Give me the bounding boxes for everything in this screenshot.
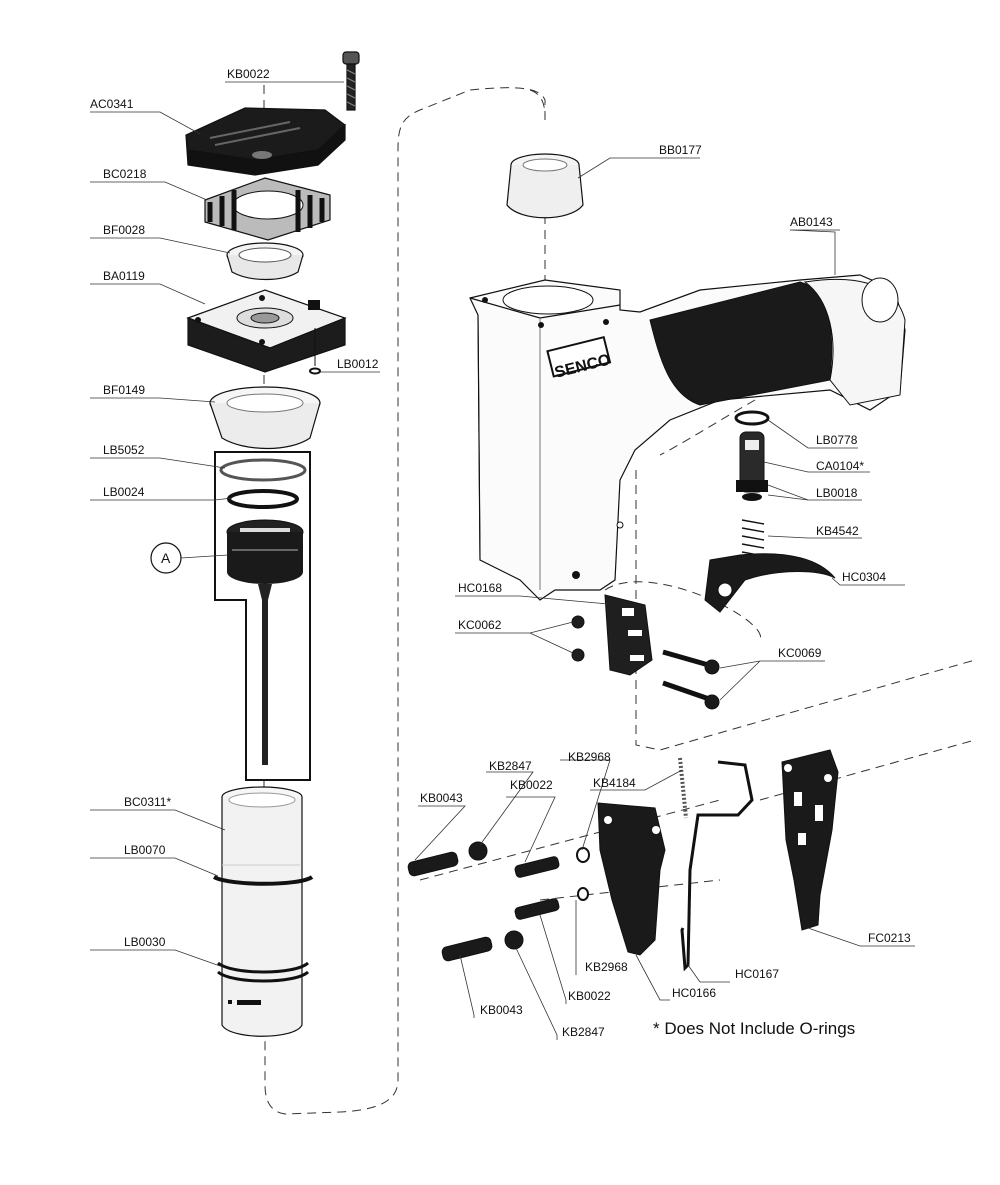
cylinder-head-ba0119: [186, 289, 347, 373]
tool-housing-ab0143: SENCO: [469, 274, 906, 601]
cap-screw-kb0022: [342, 51, 360, 111]
o-ring-lb0778: [734, 410, 770, 426]
label-kb4542: KB4542: [816, 524, 859, 538]
label-kb2847-top: KB2847: [489, 759, 532, 773]
nose-piece-hc0166: [597, 802, 666, 956]
spring-kb4542: [741, 519, 765, 557]
nut-kc0062-a: [571, 615, 585, 629]
bolts-kc0069: [662, 649, 720, 710]
label-bf0028: BF0028: [103, 223, 145, 237]
label-ca0104: CA0104*: [816, 459, 864, 473]
label-kc0069: KC0069: [778, 646, 822, 660]
label-ab0143: AB0143: [790, 215, 833, 229]
label-ac0341: AC0341: [90, 97, 134, 111]
label-lb5052: LB5052: [103, 443, 145, 457]
cylinder-cap-ac0341: [185, 107, 346, 176]
footnote: * Does Not Include O-rings: [653, 1019, 855, 1038]
label-kb0022-bot: KB0022: [568, 989, 611, 1003]
label-hc0304: HC0304: [842, 570, 886, 584]
label-kb4184: KB4184: [593, 776, 636, 790]
label-kb2847-bot: KB2847: [562, 1025, 605, 1039]
label-lb0030: LB0030: [124, 935, 166, 949]
o-ring-lb0012: [309, 328, 321, 375]
label-bc0311: BC0311*: [124, 795, 171, 809]
label-lb0012: LB0012: [337, 357, 379, 371]
callout-box-a: [214, 451, 311, 781]
label-bb0177: BB0177: [659, 143, 702, 157]
cylinder-bc0311: [213, 786, 314, 1037]
label-bf0149: BF0149: [103, 383, 145, 397]
wire-hc0167: [680, 760, 754, 972]
right-assembly: SENCO: [407, 153, 906, 972]
label-hc0167: HC0167: [735, 967, 779, 981]
bumper-bf0028: [226, 242, 304, 281]
label-kb0043-bot: KB0043: [480, 1003, 523, 1017]
bumper-bf0149: [209, 386, 321, 450]
label-kc0062: KC0062: [458, 618, 502, 632]
label-bc0218: BC0218: [103, 167, 147, 181]
part-labels: KB0022 AC0341 BC0218 BF0028 BA0119 LB001…: [90, 67, 911, 1039]
valve-ca0104: [736, 431, 768, 501]
label-lb0778: LB0778: [816, 433, 858, 447]
heat-sink-bc0218: [204, 177, 331, 241]
retaining-ring-lb5052: [219, 458, 307, 482]
label-kb2968-top: KB2968: [568, 750, 611, 764]
callout-a: A: [150, 542, 182, 574]
cap-bb0177: [506, 153, 584, 219]
piston-driver-assembly: [226, 519, 304, 765]
label-kb0022-top: KB0022: [227, 67, 270, 81]
callout-a-letter: A: [161, 550, 171, 566]
label-fc0213: FC0213: [868, 931, 911, 945]
label-kb0043-top: KB0043: [420, 791, 463, 805]
nut-kc0062-b: [571, 648, 585, 662]
left-assembly: [185, 51, 360, 1037]
label-ba0119: BA0119: [103, 269, 145, 283]
label-kb0022-mid: KB0022: [510, 778, 553, 792]
o-ring-lb0024: [227, 489, 299, 509]
lower-hardware: [407, 841, 590, 962]
label-lb0018: LB0018: [816, 486, 858, 500]
label-hc0168: HC0168: [458, 581, 502, 595]
plate-fc0213: [781, 749, 839, 931]
latch-plate-hc0168: [604, 594, 653, 676]
label-hc0166: HC0166: [672, 986, 716, 1000]
label-kb2968-bot: KB2968: [585, 960, 628, 974]
label-lb0024: LB0024: [103, 485, 145, 499]
trigger-hc0304: [704, 553, 836, 613]
label-lb0070: LB0070: [124, 843, 166, 857]
leader-lines: [90, 81, 915, 1040]
